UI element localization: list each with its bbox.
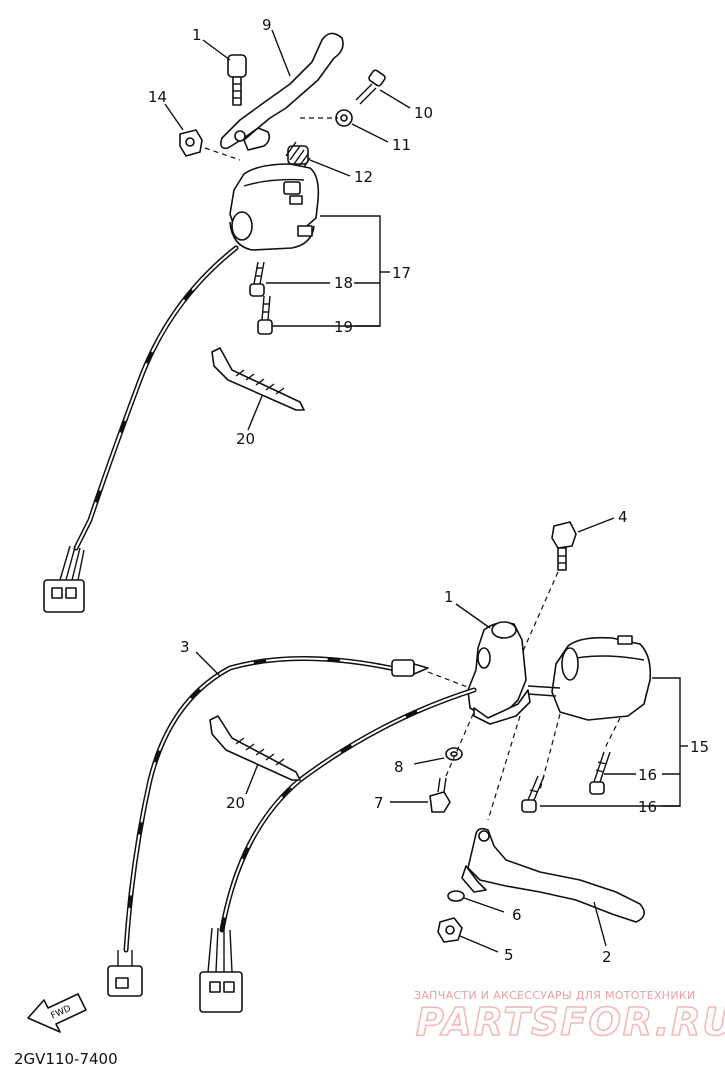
brake-holder-1 (467, 621, 531, 725)
callout-3: 3 (180, 638, 190, 656)
cable-band-20-bottom (209, 715, 301, 781)
washer-8 (445, 747, 463, 761)
clutch-lever-9 (220, 32, 344, 151)
screw-19 (257, 295, 273, 335)
leader-8 (413, 757, 445, 765)
leader-1-top (202, 39, 231, 61)
callout-15: 15 (690, 738, 709, 756)
leader-3 (195, 651, 221, 677)
bolt-1-top (227, 54, 247, 106)
callout-20-top: 20 (236, 430, 255, 448)
callout-14: 14 (148, 88, 167, 106)
callout-7: 7 (374, 794, 384, 812)
callout-11: 11 (392, 136, 411, 154)
callout-18: 18 (334, 274, 353, 292)
leader-10 (379, 89, 411, 109)
callout-19: 19 (334, 318, 353, 336)
right-switch-housing (527, 635, 652, 721)
spring-12 (285, 141, 311, 171)
brake-switch-cable-3 (107, 656, 429, 997)
callout-20-bottom: 20 (226, 794, 245, 812)
bolt-4 (551, 521, 577, 571)
nut-5 (437, 917, 463, 943)
callout-4: 4 (618, 508, 628, 526)
leader-12 (309, 159, 351, 177)
callout-6: 6 (512, 906, 522, 924)
part-6 (447, 890, 465, 902)
leader-9 (271, 29, 291, 77)
screw-10 (355, 69, 386, 105)
callout-9: 9 (262, 16, 272, 34)
callout-10: 10 (414, 104, 433, 122)
part-11 (335, 109, 353, 127)
callout-16-b: 16 (638, 798, 657, 816)
callout-8: 8 (394, 758, 404, 776)
leader-14 (164, 103, 184, 131)
leader-1-bottom (455, 603, 491, 629)
screw-7 (429, 777, 451, 813)
callout-16-a: 16 (638, 766, 657, 784)
watermark-tagline: ЗАПЧАСТИ И АКСЕССУАРЫ ДЛЯ МОТОТЕХНИКИ (414, 989, 696, 1002)
screw-16-b (521, 775, 545, 813)
callout-1-top: 1 (192, 26, 202, 44)
screw-18 (249, 261, 265, 297)
leader-2 (593, 901, 607, 947)
leader-20-bottom (245, 763, 259, 795)
leader-20-top (247, 395, 263, 431)
callout-2: 2 (602, 948, 612, 966)
leader-5 (459, 935, 499, 953)
callout-1-bottom: 1 (444, 588, 454, 606)
leader-6 (463, 897, 505, 913)
bracket-15 (540, 677, 681, 807)
callout-5: 5 (504, 946, 514, 964)
callout-17: 17 (392, 264, 411, 282)
cable-band-20-top (211, 347, 305, 411)
diagram-code: 2GV110-7400 (14, 1050, 118, 1068)
fwd-arrow-icon: FWD (27, 993, 87, 1033)
nut-14 (179, 129, 203, 157)
callout-12: 12 (354, 168, 373, 186)
brake-lever-2 (461, 827, 645, 923)
bracket-17 (262, 215, 381, 327)
watermark-logo: PARTSFOR.RU (416, 1000, 725, 1044)
front-switch-cable (199, 687, 477, 1013)
leader-11 (351, 123, 389, 143)
screw-16-a (589, 751, 611, 795)
left-switch-cable (43, 245, 239, 613)
leader-4 (577, 517, 615, 533)
left-switch-housing (229, 163, 320, 251)
